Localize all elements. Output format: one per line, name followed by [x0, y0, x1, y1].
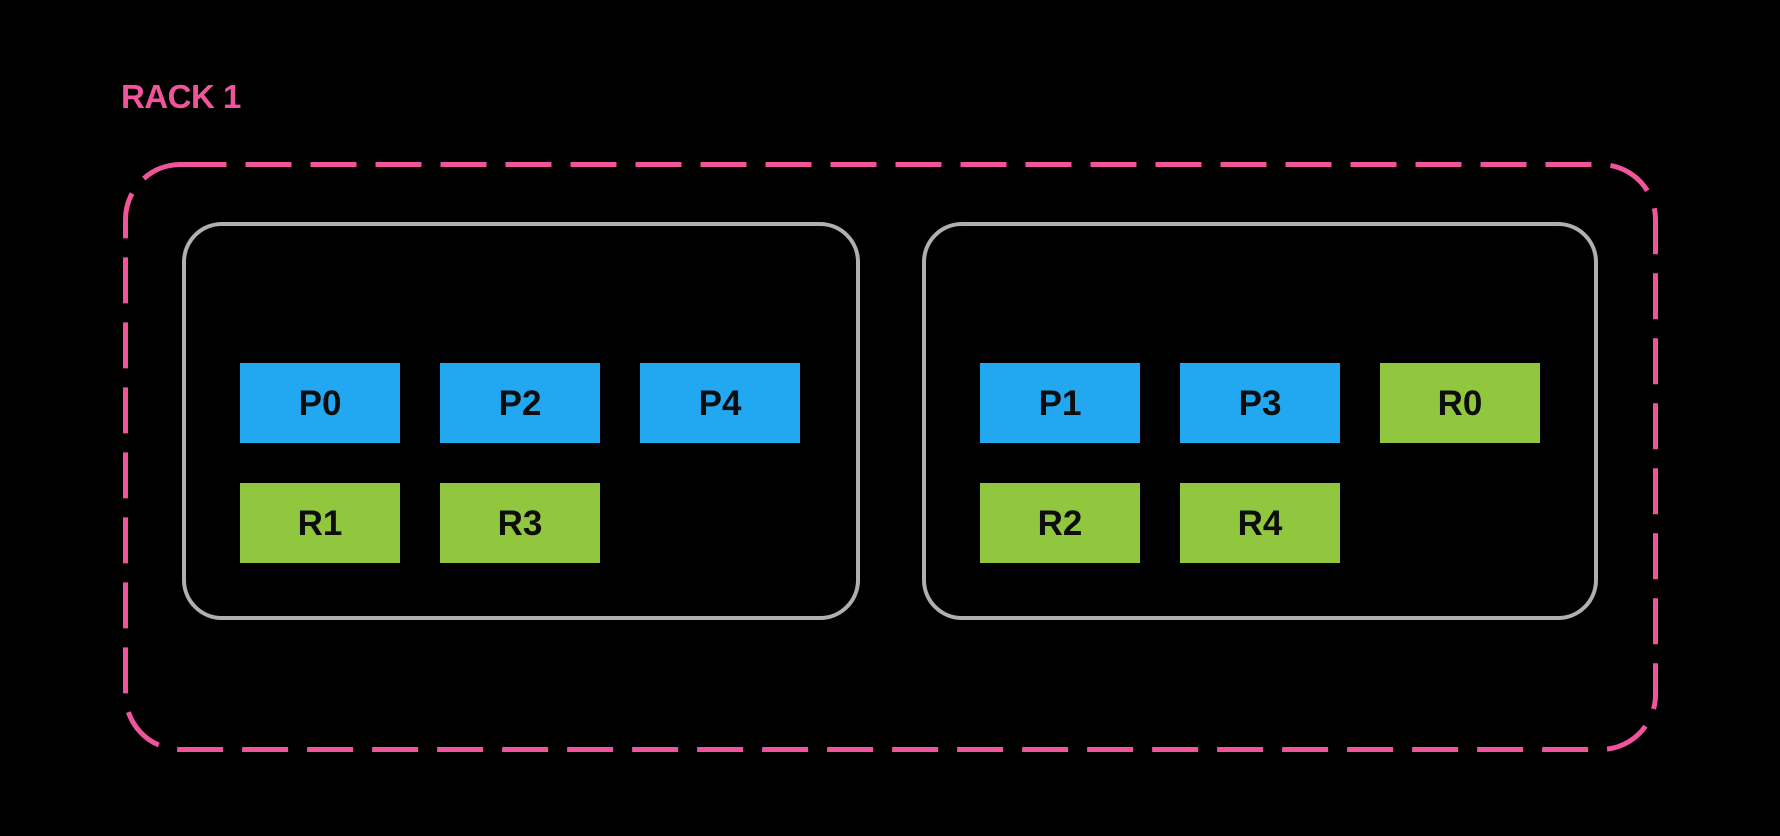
node-P2: P2 — [440, 363, 600, 443]
node-R2: R2 — [980, 483, 1140, 563]
rack-dashed-border — [123, 162, 1658, 752]
node-P4: P4 — [640, 363, 800, 443]
node-R0: R0 — [1380, 363, 1540, 443]
node-R1: R1 — [240, 483, 400, 563]
node-P0: P0 — [240, 363, 400, 443]
node-P1: P1 — [980, 363, 1140, 443]
rack-title: RACK 1 — [121, 78, 241, 115]
server-box-left: P0 P2 P4 R1 R3 — [182, 222, 860, 620]
node-R3: R3 — [440, 483, 600, 563]
node-R4: R4 — [1180, 483, 1340, 563]
server-box-right: P1 P3 R0 R2 R4 — [922, 222, 1598, 620]
node-P3: P3 — [1180, 363, 1340, 443]
